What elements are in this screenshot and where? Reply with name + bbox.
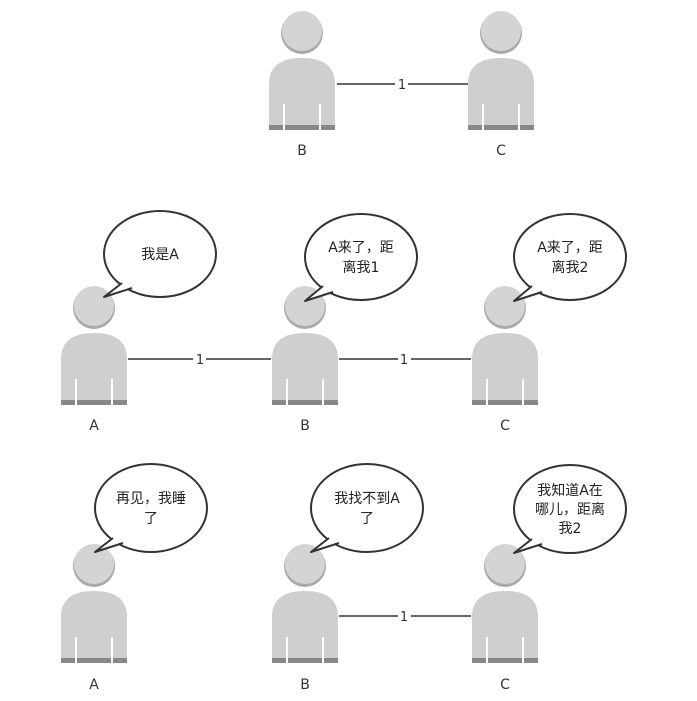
person-label-c: C [500, 677, 510, 693]
link-b-c: 1 [337, 78, 468, 93]
person-label-c: C [500, 418, 510, 434]
bubble-text-line: 我是A [141, 247, 179, 263]
link-label: 1 [196, 353, 204, 368]
link-b-c: 1 [339, 353, 471, 368]
bubble-text-line: 我2 [559, 521, 582, 537]
person-label-b: B [300, 418, 310, 434]
person-b-icon [271, 543, 339, 664]
person-label-b: B [297, 143, 307, 159]
bubble-text-line: A来了，距 [328, 240, 394, 256]
person-label-b: B [300, 677, 310, 693]
bubble-text-line: 我找不到A [334, 491, 400, 507]
speech-bubble-b: 我找不到A 了 [310, 463, 424, 553]
speech-bubble-a: 再见，我睡 了 [94, 463, 208, 553]
person-b-icon [271, 285, 339, 406]
scene-2: 1 1 A B C 我是A A来了，距 离我1 A来了，距 离我2 [60, 210, 627, 434]
bubble-text-line: 离我2 [552, 259, 589, 276]
bubble-text-line: 了 [144, 511, 158, 527]
person-c-icon [467, 10, 535, 131]
person-c-icon [471, 285, 539, 406]
bubble-text-line: 离我1 [343, 259, 380, 276]
link-label: 1 [400, 610, 408, 625]
person-a-icon [60, 285, 128, 406]
link-label: 1 [400, 353, 408, 368]
bubble-text-line: 了 [360, 511, 374, 527]
bubble-text-line: 哪儿，距离 [535, 501, 605, 518]
person-a-icon [60, 543, 128, 664]
person-b-icon [268, 10, 336, 131]
speech-bubble-c: A来了，距 离我2 [513, 213, 627, 302]
bubble-text-line: A来了，距 [537, 240, 603, 256]
bubble-text-line: 再见，我睡 [116, 491, 186, 507]
person-label-c: C [496, 143, 506, 159]
link-a-b: 1 [128, 353, 271, 368]
bubble-text-line: 我知道A在 [537, 482, 603, 499]
speech-bubble-a: 我是A [103, 210, 217, 298]
scene-1: 1 B C [268, 10, 535, 159]
person-label-a: A [89, 677, 99, 693]
speech-bubble-c: 我知道A在 哪儿，距离 我2 [513, 464, 627, 554]
person-c-icon [471, 543, 539, 664]
scene-3: 1 A B C 再见，我睡 了 我找不到A 了 我知道A在 哪儿，距离 我2 [60, 463, 627, 693]
link-b-c: 1 [339, 610, 471, 625]
speech-bubble-b: A来了，距 离我1 [304, 213, 418, 302]
person-label-a: A [89, 418, 99, 434]
link-label: 1 [398, 78, 406, 93]
